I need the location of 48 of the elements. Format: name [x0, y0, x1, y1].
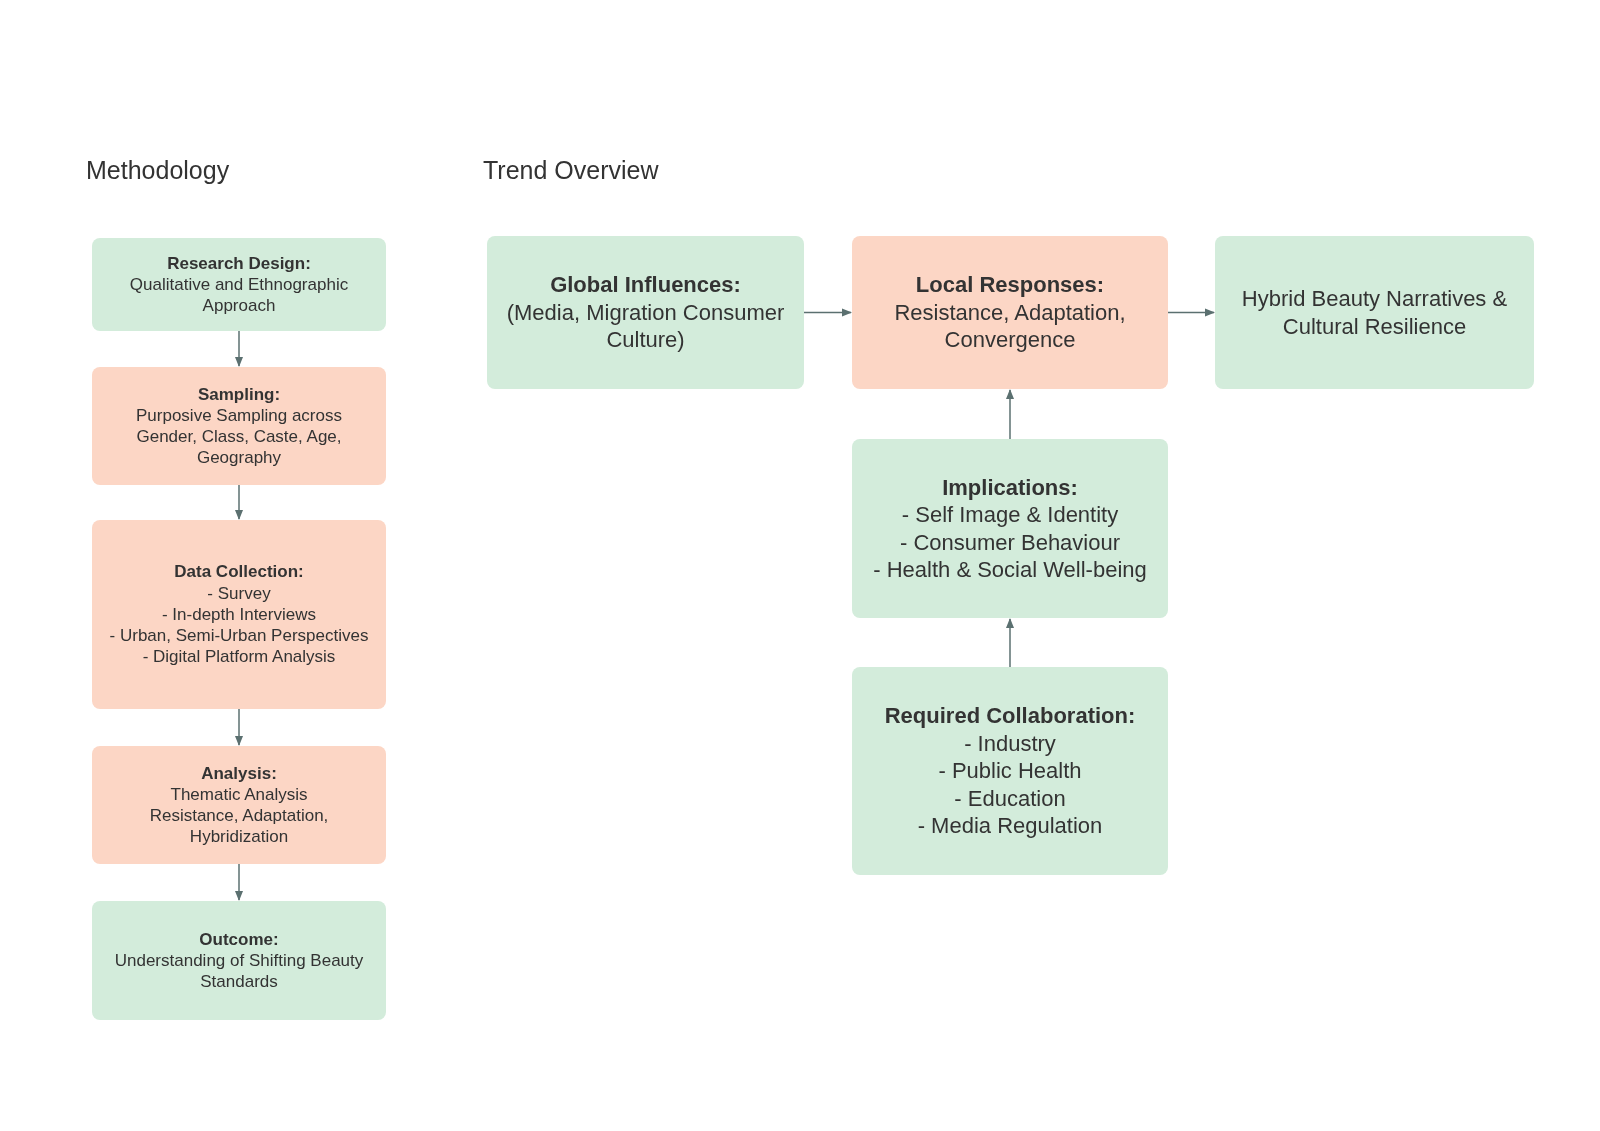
process-box [852, 236, 1168, 389]
box-heading: Sampling: [197, 383, 281, 405]
box-text: - Media Regulation [917, 812, 1103, 840]
box-text: - Education [954, 784, 1066, 813]
section-heading: Trend Overview [483, 155, 659, 186]
box-text: - Consumer Behaviour [899, 528, 1121, 556]
box-heading: Local Responses: [915, 271, 1105, 299]
box-text: - Self Image & Identity [901, 501, 1119, 529]
box-heading: Implications: [942, 473, 1078, 501]
section-heading: Methodology [86, 155, 230, 186]
process-box [92, 520, 386, 709]
box-text: Purposive Sampling across Gender, Class, Caste, Age, Geography [135, 404, 343, 469]
process-box [852, 667, 1168, 875]
box-text: Resistance, Adaptation, Convergence [893, 298, 1127, 354]
box-text: - Public Health [938, 757, 1082, 785]
box-heading: Outcome: [199, 928, 279, 950]
box-heading: Analysis: [201, 762, 277, 784]
box-text: - Digital Platform Analysis [142, 646, 336, 668]
arrow [1006, 389, 1014, 440]
box-heading: Required Collaboration: [884, 702, 1136, 730]
box-heading: Data Collection: [174, 561, 304, 583]
arrow [235, 484, 243, 520]
process-box [92, 238, 386, 331]
arrow [803, 308, 852, 317]
arrow [235, 330, 243, 367]
box-text: - Survey [207, 582, 271, 604]
box-text: Resistance, Adaptation, Hybridization [148, 805, 330, 848]
box-text: - In-depth Interviews [162, 603, 316, 626]
process-box [92, 901, 386, 1020]
arrow [1167, 308, 1215, 317]
box-text: - Urban, Semi-Urban Perspectives [109, 625, 369, 647]
process-box [1215, 236, 1534, 389]
box-heading: Global Influences: [550, 271, 741, 299]
box-heading: Research Design: [167, 252, 311, 274]
box-text: Understanding of Shifting Beauty Standards [113, 949, 365, 993]
process-box [92, 746, 386, 864]
process-box [92, 367, 386, 485]
box-text: (Media, Migration Consumer Culture) [505, 298, 786, 354]
arrow [235, 863, 243, 901]
box-text: Qualitative and Ethnographic Approach [128, 273, 350, 317]
process-box [852, 439, 1168, 618]
process-box [487, 236, 804, 389]
box-text: - Health & Social Well-being [873, 556, 1147, 584]
arrow [235, 708, 243, 746]
arrow [1006, 618, 1014, 668]
box-text: Hybrid Beauty Narratives & Cultural Resilience [1240, 285, 1509, 340]
box-text: - Industry [964, 729, 1056, 758]
box-text: Thematic Analysis [170, 783, 308, 805]
